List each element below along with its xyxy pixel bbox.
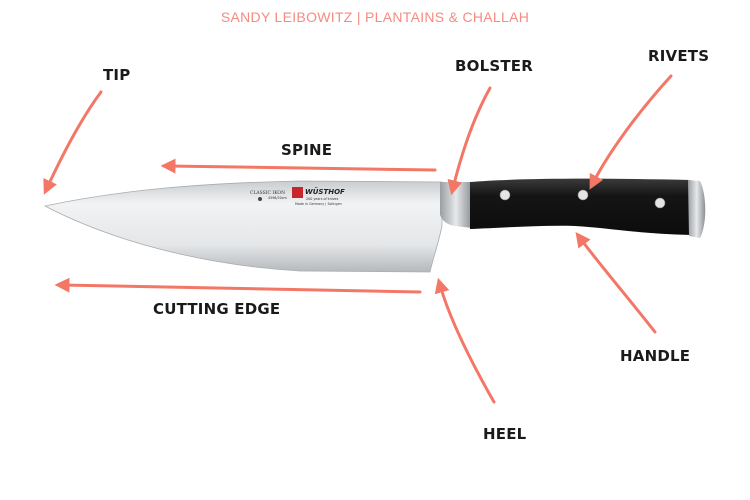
label-spine: SPINE <box>281 141 333 159</box>
label-heel: HEEL <box>483 425 527 443</box>
heel-arrow <box>434 277 496 404</box>
label-rivets: RIVETS <box>648 47 710 65</box>
label-tip: TIP <box>103 66 131 84</box>
cutting-edge-arrow <box>54 277 422 294</box>
svg-text:4596/20cm: 4596/20cm <box>268 196 287 200</box>
credit-text: SANDY LEIBOWITZ | PLANTAINS & CHALLAH <box>220 9 530 25</box>
rivet <box>654 197 666 209</box>
bolster <box>440 182 472 228</box>
blade <box>43 180 443 273</box>
rivet <box>499 189 511 201</box>
svg-text:200 years of knives: 200 years of knives <box>306 197 339 201</box>
handle <box>470 178 692 235</box>
handle-arrow <box>575 231 657 334</box>
svg-text:CLASSIC IKON: CLASSIC IKON <box>250 190 285 196</box>
spine-arrow <box>160 158 437 174</box>
svg-text:WÜSTHOF: WÜSTHOF <box>305 187 345 196</box>
label-cutting-edge: CUTTING EDGE <box>153 300 281 318</box>
rivets-arrow <box>589 74 673 190</box>
bolster-arrow <box>447 86 492 196</box>
label-handle: HANDLE <box>620 347 691 365</box>
rivet <box>577 189 589 201</box>
handle-endcap <box>688 180 706 238</box>
label-bolster: BOLSTER <box>455 57 533 75</box>
svg-text:Made in Germany | Solingen: Made in Germany | Solingen <box>295 202 342 206</box>
tip-arrow <box>43 90 103 195</box>
wusthof-logo: CLASSIC IKON 4596/20cm WÜSTHOF 200 years… <box>250 187 345 206</box>
